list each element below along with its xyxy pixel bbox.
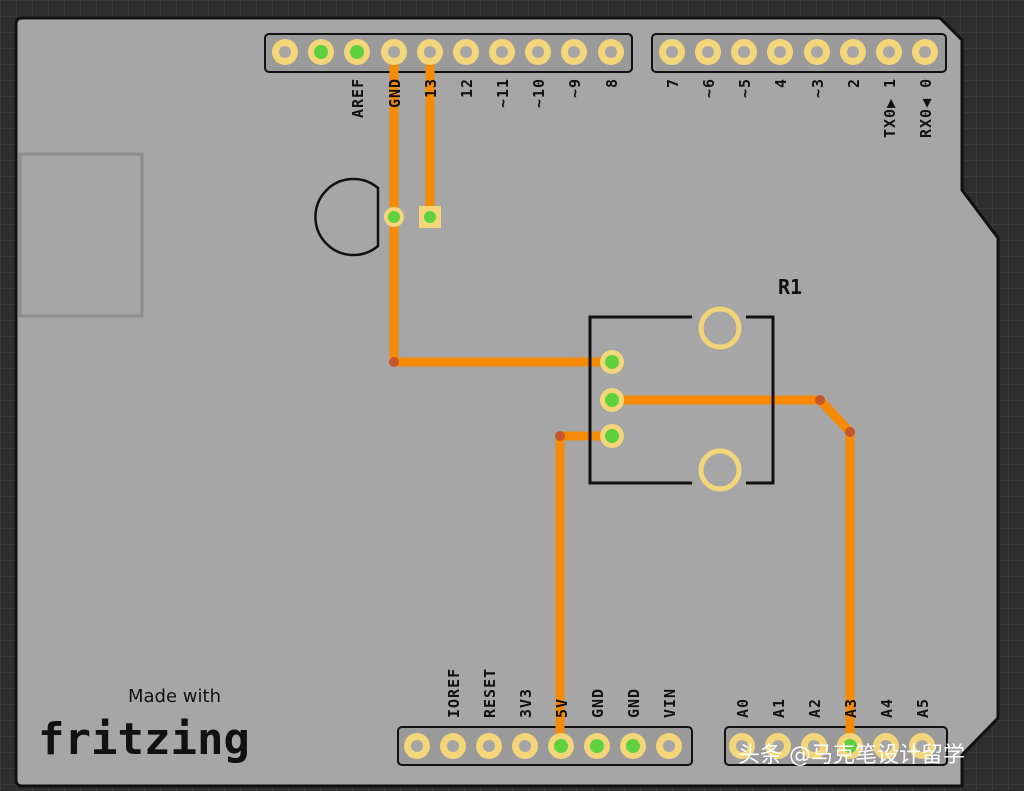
watermark-text: 头条 @马克笔设计留学 xyxy=(738,743,965,768)
power-header-pin-hole xyxy=(554,739,568,753)
top-header-pin-hole xyxy=(811,46,823,58)
top-header-pin-hole xyxy=(774,46,786,58)
analog-header-label: A2 xyxy=(806,698,824,718)
top-header-label: 12 xyxy=(458,78,476,98)
top-header-pin-hole xyxy=(350,45,364,59)
top-header-pin-hole xyxy=(532,46,544,58)
top-header-pin-hole xyxy=(847,46,859,58)
power-header-pin-hole xyxy=(447,740,459,752)
pot-mount-hole-top xyxy=(698,306,742,350)
pot-label: R1 xyxy=(778,275,802,299)
analog-header-label: A4 xyxy=(878,698,896,718)
usb-connector-outline xyxy=(18,152,144,318)
power-header-pin-hole xyxy=(483,740,495,752)
top-header-pin-hole xyxy=(883,46,895,58)
power-header-strip xyxy=(397,726,693,766)
analog-header-pin-hole xyxy=(880,740,892,752)
made-with-text: Made with xyxy=(128,686,221,707)
top-header-label: 2 xyxy=(845,78,863,88)
top-header-pin-hole xyxy=(424,46,436,58)
power-header-label: 3V3 xyxy=(517,688,535,718)
power-header-label: RESET xyxy=(481,668,499,718)
top-header-pin-hole xyxy=(460,46,472,58)
power-header-label: GND xyxy=(625,688,643,718)
top-header-pin-hole xyxy=(738,46,750,58)
power-header-pin-hole xyxy=(411,740,423,752)
pot-outline-right xyxy=(746,315,775,485)
trace-a3 xyxy=(607,395,855,751)
led-pad-round-connected xyxy=(388,211,400,223)
top-header-label: AREF xyxy=(349,78,367,118)
top-header-label: 7 xyxy=(664,78,682,88)
fritzing-logo-text: fritzing xyxy=(38,714,250,765)
top-header-label: GND xyxy=(386,78,404,108)
top-header-label: RX0◀ 0 xyxy=(917,78,935,138)
top-header-label: ~3 xyxy=(809,78,827,98)
top-header-pin-hole xyxy=(919,46,931,58)
top-header-label: ~6 xyxy=(700,78,718,98)
top-header-strip-right xyxy=(651,33,947,73)
power-header-pin-hole xyxy=(590,739,604,753)
pot-mount-hole-bottom xyxy=(698,448,742,492)
top-header-pin-hole xyxy=(314,45,328,59)
top-header-pin-hole xyxy=(702,46,714,58)
top-header-label: ~5 xyxy=(736,78,754,98)
power-header-label: GND xyxy=(589,688,607,718)
top-header-label: ~11 xyxy=(494,78,512,108)
top-header-pin-hole xyxy=(279,46,291,58)
top-header-label: TX0▶ 1 xyxy=(881,78,899,138)
header-labels: AREF GND 13 12 ~11 ~10 ~9 8 7 ~6 ~5 4 ~3 2 TX0▶ 1 RX0◀ … xyxy=(349,78,935,718)
power-header-pin-hole xyxy=(626,739,640,753)
top-header-pin-hole xyxy=(496,46,508,58)
trace-vias xyxy=(389,357,855,441)
analog-header-pin-hole xyxy=(843,739,857,753)
led-outline xyxy=(314,177,380,257)
top-header-label: ~10 xyxy=(530,78,548,108)
top-header-pin-hole xyxy=(605,46,617,58)
analog-header-pin-hole xyxy=(916,740,928,752)
top-header-pin-hole xyxy=(568,46,580,58)
power-header-label: IOREF xyxy=(445,668,463,718)
top-header-label: 4 xyxy=(772,78,790,88)
analog-header-pin-hole xyxy=(772,740,784,752)
pot-outline xyxy=(588,315,692,485)
analog-header-label: A3 xyxy=(842,698,860,718)
analog-header-pin-hole xyxy=(736,740,748,752)
top-header-pin-hole xyxy=(666,46,678,58)
top-header-label: ~9 xyxy=(566,78,584,98)
power-header-pin-hole xyxy=(663,740,675,752)
analog-header-pin-hole xyxy=(808,740,820,752)
power-header-label: VIN xyxy=(661,688,679,718)
led-pad-square-connected xyxy=(424,211,436,223)
pot-pins xyxy=(600,350,624,448)
top-header-pin-hole xyxy=(388,46,400,58)
power-header-label: 5V xyxy=(553,698,571,718)
analog-header-label: A1 xyxy=(770,698,788,718)
analog-header-label: A0 xyxy=(734,698,752,718)
header-pins xyxy=(272,39,938,759)
power-header-pin-hole xyxy=(519,740,531,752)
arduino-shield-board xyxy=(14,16,1000,788)
top-header-label: 8 xyxy=(603,78,621,88)
analog-header-label: A5 xyxy=(914,698,932,718)
top-header-label: 13 xyxy=(422,78,440,98)
